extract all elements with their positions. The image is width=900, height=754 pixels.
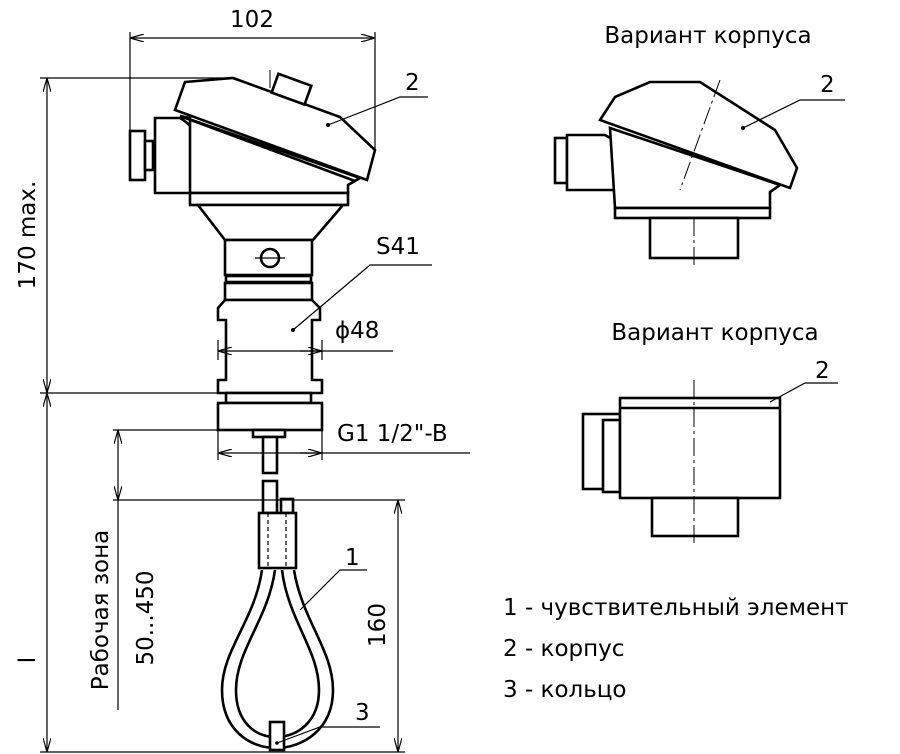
thread-dimension: G1 1/2"-B bbox=[337, 421, 448, 447]
callout-3: 3 bbox=[355, 700, 370, 726]
loop-dimension: 160 bbox=[365, 603, 391, 647]
sensing-element bbox=[220, 511, 335, 752]
ring bbox=[268, 720, 286, 752]
height-dimension: 170 max. bbox=[15, 181, 41, 290]
legend-item-1: 1 - чувствительный элемент bbox=[503, 595, 849, 621]
variant-1-callout-2: 2 bbox=[820, 72, 835, 98]
legend-item-3: 3 - кольцо bbox=[503, 677, 627, 703]
variant-1-title: Вариант корпуса bbox=[604, 23, 811, 49]
callout-2: 2 bbox=[405, 70, 420, 96]
main-view: 102 170 max. l bbox=[15, 7, 470, 753]
variant-2-title: Вариант корпуса bbox=[611, 320, 818, 346]
housing-variant-1: Вариант корпуса 2 bbox=[553, 23, 845, 265]
hex-dimension: S41 bbox=[376, 234, 420, 260]
housing bbox=[128, 72, 377, 515]
working-zone-label: Рабочая зона bbox=[88, 530, 114, 690]
legend: 1 - чувствительный элемент 2 - корпус 3 … bbox=[503, 595, 849, 703]
width-dimension: 102 bbox=[230, 7, 274, 33]
working-zone-range: 50...450 bbox=[133, 570, 159, 665]
legend-item-2: 2 - корпус bbox=[503, 636, 624, 662]
length-dimension: l bbox=[15, 657, 41, 663]
housing-variant-2: Вариант корпуса 2 bbox=[581, 320, 838, 545]
callout-1: 1 bbox=[345, 545, 360, 571]
diameter-dimension: ϕ48 bbox=[335, 318, 379, 344]
variant-2-callout-2: 2 bbox=[815, 358, 830, 384]
